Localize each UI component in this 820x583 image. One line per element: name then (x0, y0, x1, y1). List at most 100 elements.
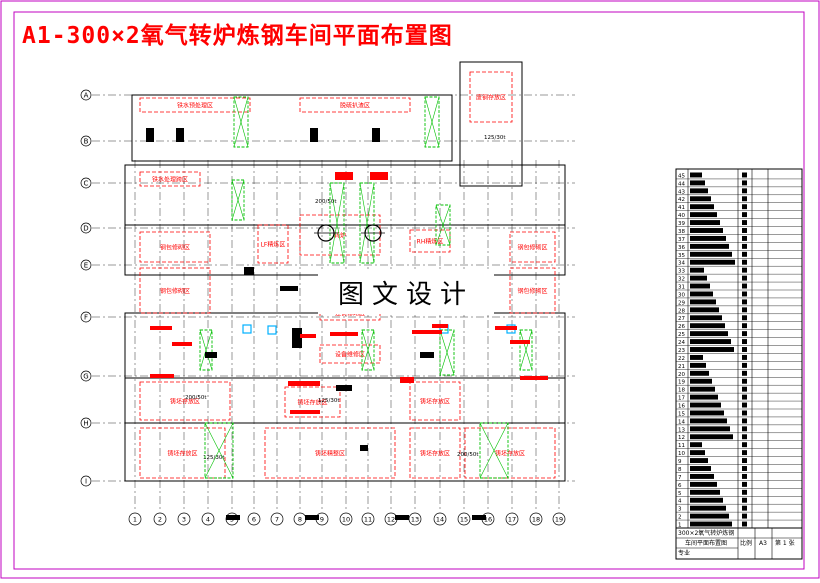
parts-row-qty (742, 489, 747, 495)
parts-row-qty (742, 466, 747, 471)
crane-capacity-label: 200/50t (315, 199, 337, 205)
row-axis-label: D (83, 225, 88, 233)
parts-row-qty (742, 188, 747, 194)
parts-row-number: 3 (678, 507, 682, 513)
parts-row-number: 43 (678, 189, 685, 195)
parts-row-name (690, 394, 718, 400)
column-axis-bubble (247, 512, 261, 526)
parts-row-number: 2 (678, 515, 682, 521)
parts-row-name (690, 418, 727, 424)
row-axis-bubble (80, 259, 92, 271)
row-axis-label: G (83, 373, 88, 381)
black-equipment (146, 128, 548, 520)
parts-row-number: 20 (678, 372, 685, 378)
parts-row-number: 21 (678, 364, 685, 370)
equipment-hatch (199, 329, 213, 371)
parts-row-name (690, 243, 729, 249)
parts-row-number: 8 (678, 467, 682, 473)
equipment-block (336, 385, 352, 391)
crane-capacity-label: 125/30t (484, 135, 506, 141)
parts-row-number: 4 (678, 499, 682, 505)
row-axis-bubble (80, 135, 92, 147)
watermark: 图文设计 (318, 270, 494, 314)
title-block-name-2: 车间平面布置图 (685, 539, 727, 547)
area-outline (509, 267, 556, 314)
parts-row-name (690, 251, 732, 257)
equipment-block (226, 515, 240, 520)
equipment-block (244, 267, 254, 275)
row-axis-bubble (80, 370, 92, 382)
column-axis-label: 7 (275, 516, 279, 524)
parts-row-name (690, 212, 717, 218)
parts-row-qty (742, 243, 747, 249)
parts-row-name (690, 188, 708, 194)
area-label: 钢包修砌区 (517, 244, 547, 252)
area-outline (139, 97, 251, 113)
area-outline (299, 214, 381, 256)
parts-row-number: 22 (678, 356, 685, 362)
equipment-zone (479, 422, 509, 479)
parts-row-name (690, 172, 702, 178)
red-equipment (495, 326, 517, 330)
parts-row-name (690, 378, 712, 384)
equipment-block (292, 328, 302, 348)
column-axis-bubble (361, 512, 375, 526)
parts-row-qty (742, 299, 747, 305)
red-equipment (510, 340, 530, 344)
parts-row-number: 32 (678, 277, 685, 283)
parts-row-number: 44 (678, 181, 685, 187)
parts-row-qty (742, 323, 747, 329)
parts-row-qty (742, 291, 747, 297)
column-axis-label: 15 (460, 516, 468, 524)
parts-row-name (690, 386, 715, 392)
area-outline (299, 97, 411, 113)
equipment-block (372, 128, 380, 142)
parts-row-qty (742, 204, 747, 210)
equipment-zone (329, 182, 345, 264)
column-axis-label: 10 (342, 516, 350, 524)
parts-row-name (690, 196, 711, 202)
parts-row-number: 28 (678, 308, 685, 314)
parts-row-qty (742, 394, 747, 400)
parts-row-number: 14 (678, 419, 685, 425)
parts-row-qty (742, 220, 747, 226)
red-equipment (172, 342, 192, 346)
parts-row-name (690, 204, 714, 210)
parts-row-name (690, 259, 735, 265)
equipment-block (310, 128, 318, 142)
parts-row-qty (742, 259, 747, 265)
area-label: 钢包修砌区 (160, 244, 190, 252)
area-outline (284, 386, 341, 418)
parts-row-number: 27 (678, 316, 685, 322)
area-outline (139, 267, 211, 314)
parts-row-number: 37 (678, 237, 685, 243)
parts-row-name (690, 370, 709, 376)
red-equipment (370, 172, 388, 180)
parts-row-qty (742, 497, 747, 503)
title-block-scale-value: A3 (759, 540, 767, 547)
parts-row-name (690, 521, 732, 527)
equipment-block (360, 445, 368, 451)
title-block: 300×2氧气转炉炼钢 车间平面布置图 比例 A3 第 1 张 专业 45444… (675, 168, 803, 560)
parts-row-name (690, 450, 705, 456)
parts-row-qty (742, 410, 747, 416)
parts-row-name (690, 402, 721, 408)
column-axis-label: 13 (411, 516, 419, 524)
parts-row-name (690, 505, 726, 511)
parts-row-qty (742, 473, 747, 479)
parts-row-number: 30 (678, 292, 685, 298)
column-axis-bubble (457, 512, 471, 526)
parts-row-name (690, 434, 733, 440)
parts-row-number: 24 (678, 340, 685, 346)
axis-grid: ABCDEFGHI12345678910111213141516171819 (80, 89, 575, 526)
parts-row-qty (742, 370, 747, 376)
parts-row-name (690, 299, 716, 305)
area-label: 铸坯存放区 (170, 398, 200, 406)
equipment-zone (204, 422, 234, 479)
area-label: 铸坯存放区 (167, 450, 197, 458)
area-label: RH精炼区 (417, 238, 444, 246)
column-axis-bubble (552, 512, 566, 526)
column-axis-bubble (339, 512, 353, 526)
area-outline (139, 427, 226, 479)
